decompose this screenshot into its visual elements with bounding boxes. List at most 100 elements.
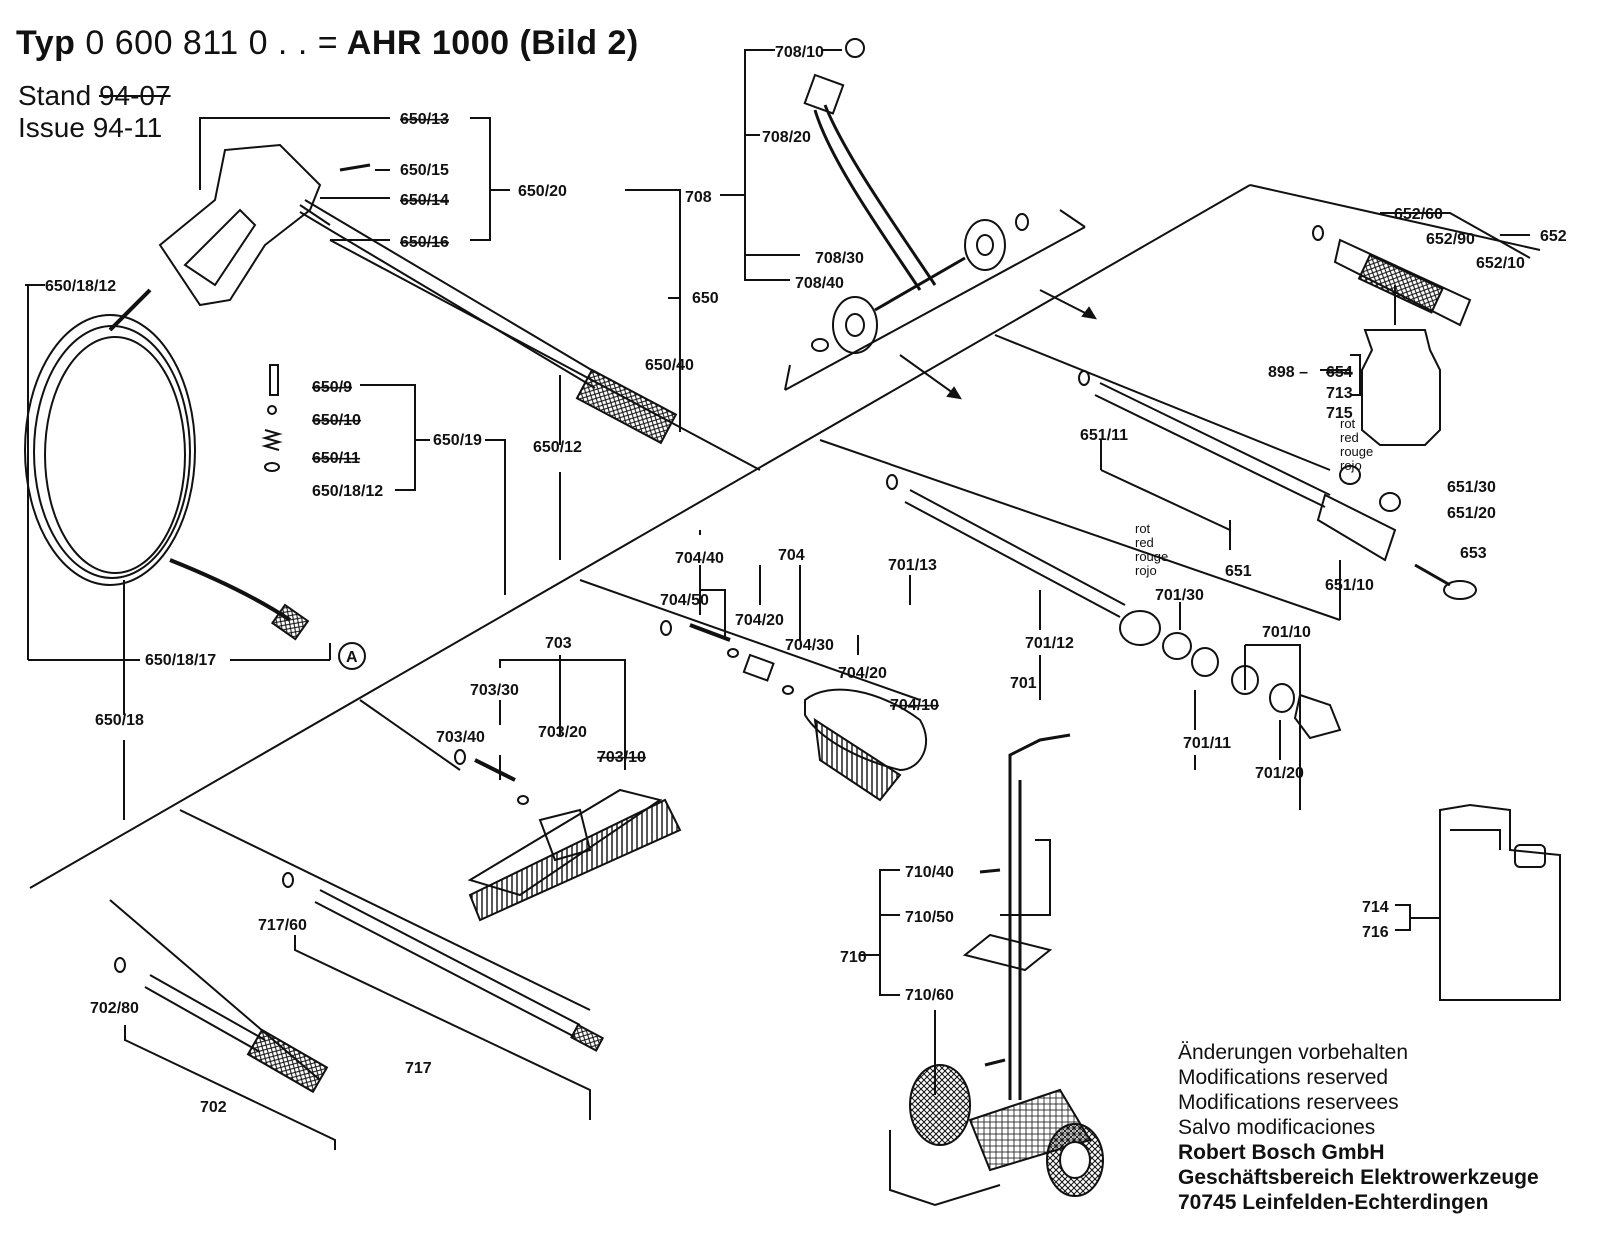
axis-line-top-right [1249, 184, 1541, 251]
label-708: 708 [685, 189, 712, 206]
label-703-20: 703/20 [538, 724, 587, 741]
issue-row: Issue 94-11 [18, 112, 162, 144]
spray-gun-trigger [183, 208, 257, 287]
issue-value: 94-11 [92, 112, 163, 143]
label-701-30: 701/30 [1155, 587, 1204, 604]
label-713: 713 [1326, 385, 1353, 402]
lance-651-nozzle [1316, 493, 1397, 562]
label-703-10: 703/10 [597, 749, 646, 766]
label-717: 717 [405, 1060, 432, 1077]
detergent-bottle [1361, 329, 1441, 446]
spray-gun-body [158, 143, 322, 307]
trolley-wheel-left [909, 1064, 971, 1146]
footer-line-de: Änderungen vorbehalten [1178, 1041, 1409, 1064]
label-650-12: 650/12 [533, 439, 582, 456]
color-note-2-red: red [1135, 535, 1154, 550]
label-717-60: 717/60 [258, 917, 307, 934]
round-brush-bristles [813, 717, 902, 802]
label-701-11: 701/11 [1183, 735, 1231, 752]
label-650-15: 650/15 [400, 162, 449, 179]
marker-a-label: A [346, 649, 358, 666]
footer-division: Geschäftsbereich Elektrowerkzeuge [1178, 1166, 1539, 1189]
label-715: 715 [1326, 405, 1353, 422]
label-650-18-12-top: 650/18/12 [45, 278, 116, 295]
label-710-60: 710/60 [905, 987, 954, 1004]
color-note-2-rouge: rouge [1135, 549, 1168, 564]
label-710-50: 710/50 [905, 909, 954, 926]
label-703-30: 703/30 [470, 682, 519, 699]
footer-company: Robert Bosch GmbH [1178, 1141, 1385, 1164]
axis-line-717 [179, 809, 591, 1011]
label-898: 898 – [1268, 364, 1308, 381]
label-716: 716 [1362, 924, 1389, 941]
diagram-title: Typ 0 600 811 0 . . = AHR 1000 (Bild 2) [16, 24, 639, 63]
label-703: 703 [545, 635, 572, 652]
color-note-2-rot: rot [1135, 521, 1151, 536]
label-650-19: 650/19 [433, 432, 482, 449]
label-651-11: 651/11 [1080, 427, 1128, 444]
axis-line-main [29, 184, 1251, 889]
label-652-10: 652/10 [1476, 255, 1525, 272]
label-654: 654 [1326, 364, 1353, 381]
label-708-40: 708/40 [795, 275, 844, 292]
label-708-10: 708/10 [775, 44, 824, 61]
wheel-left [832, 296, 878, 354]
label-651-20: 651/20 [1447, 505, 1496, 522]
axis-line-701 [819, 439, 1341, 621]
label-650-18-17: 650/18/17 [145, 652, 216, 669]
footer-notes: Änderungen vorbehalten Modifications res… [1178, 1040, 1539, 1215]
label-704-20-b: 704/20 [838, 665, 887, 682]
wheel-arm [813, 109, 922, 291]
label-704: 704 [778, 547, 805, 564]
lance-701-nozzle [1293, 693, 1342, 740]
stand-value: 94-07 [98, 80, 171, 111]
trolley-handle [1008, 733, 1071, 780]
label-702-80: 702/80 [90, 1000, 139, 1017]
stand-label: Stand [18, 80, 92, 111]
label-652: 652 [1540, 228, 1567, 245]
label-650-20: 650/20 [518, 183, 567, 200]
detergent-canister [1439, 803, 1561, 1001]
axis-line-wheel [784, 226, 1086, 391]
flat-brush-bristles [468, 798, 682, 922]
label-701-12: 701/12 [1025, 635, 1074, 652]
footer-line-es: Salvo modificaciones [1178, 1116, 1376, 1139]
label-704-20-a: 704/20 [735, 612, 784, 629]
label-703-40: 703/40 [436, 729, 485, 746]
label-652-60: 652/60 [1394, 206, 1443, 223]
typ-number: 0 600 811 0 . . = [85, 24, 339, 62]
label-704-40: 704/40 [675, 550, 724, 567]
label-701-10: 701/10 [1262, 624, 1311, 641]
clamp-knob [845, 38, 865, 58]
label-652-90: 652/90 [1426, 231, 1475, 248]
label-701-20: 701/20 [1255, 765, 1304, 782]
label-650-40: 650/40 [645, 357, 694, 374]
label-708-20: 708/20 [762, 129, 811, 146]
color-note-1-red: red [1340, 430, 1359, 445]
color-note-1-rouge: rouge [1340, 444, 1373, 459]
lance-701-cap [1119, 610, 1161, 646]
model-name: AHR 1000 (Bild 2) [346, 24, 639, 62]
label-650-9: 650/9 [312, 379, 352, 396]
lance-grip [575, 368, 678, 445]
label-714: 714 [1362, 899, 1389, 916]
hose-coil [24, 314, 196, 586]
footer-line-fr: Modifications reservees [1178, 1091, 1399, 1114]
label-708-30: 708/30 [815, 250, 864, 267]
label-704-10: 704/10 [890, 697, 939, 714]
color-note-2-rojo: rojo [1135, 563, 1157, 578]
hose-coupling [270, 603, 310, 641]
label-704-50: 704/50 [660, 592, 709, 609]
stand-row: Stand 94-07 [18, 80, 171, 112]
axis-line-651 [994, 334, 1331, 471]
lance-702-grip [246, 1028, 329, 1094]
label-651-30: 651/30 [1447, 479, 1496, 496]
footer-address: 70745 Leinfelden-Echterdingen [1178, 1191, 1489, 1214]
color-note-1-rot: rot [1340, 416, 1356, 431]
label-650: 650 [692, 290, 719, 307]
label-651: 651 [1225, 563, 1252, 580]
nozzle-needle [1443, 580, 1477, 600]
marker-a-circle [338, 642, 366, 670]
label-701-13: 701/13 [888, 557, 937, 574]
